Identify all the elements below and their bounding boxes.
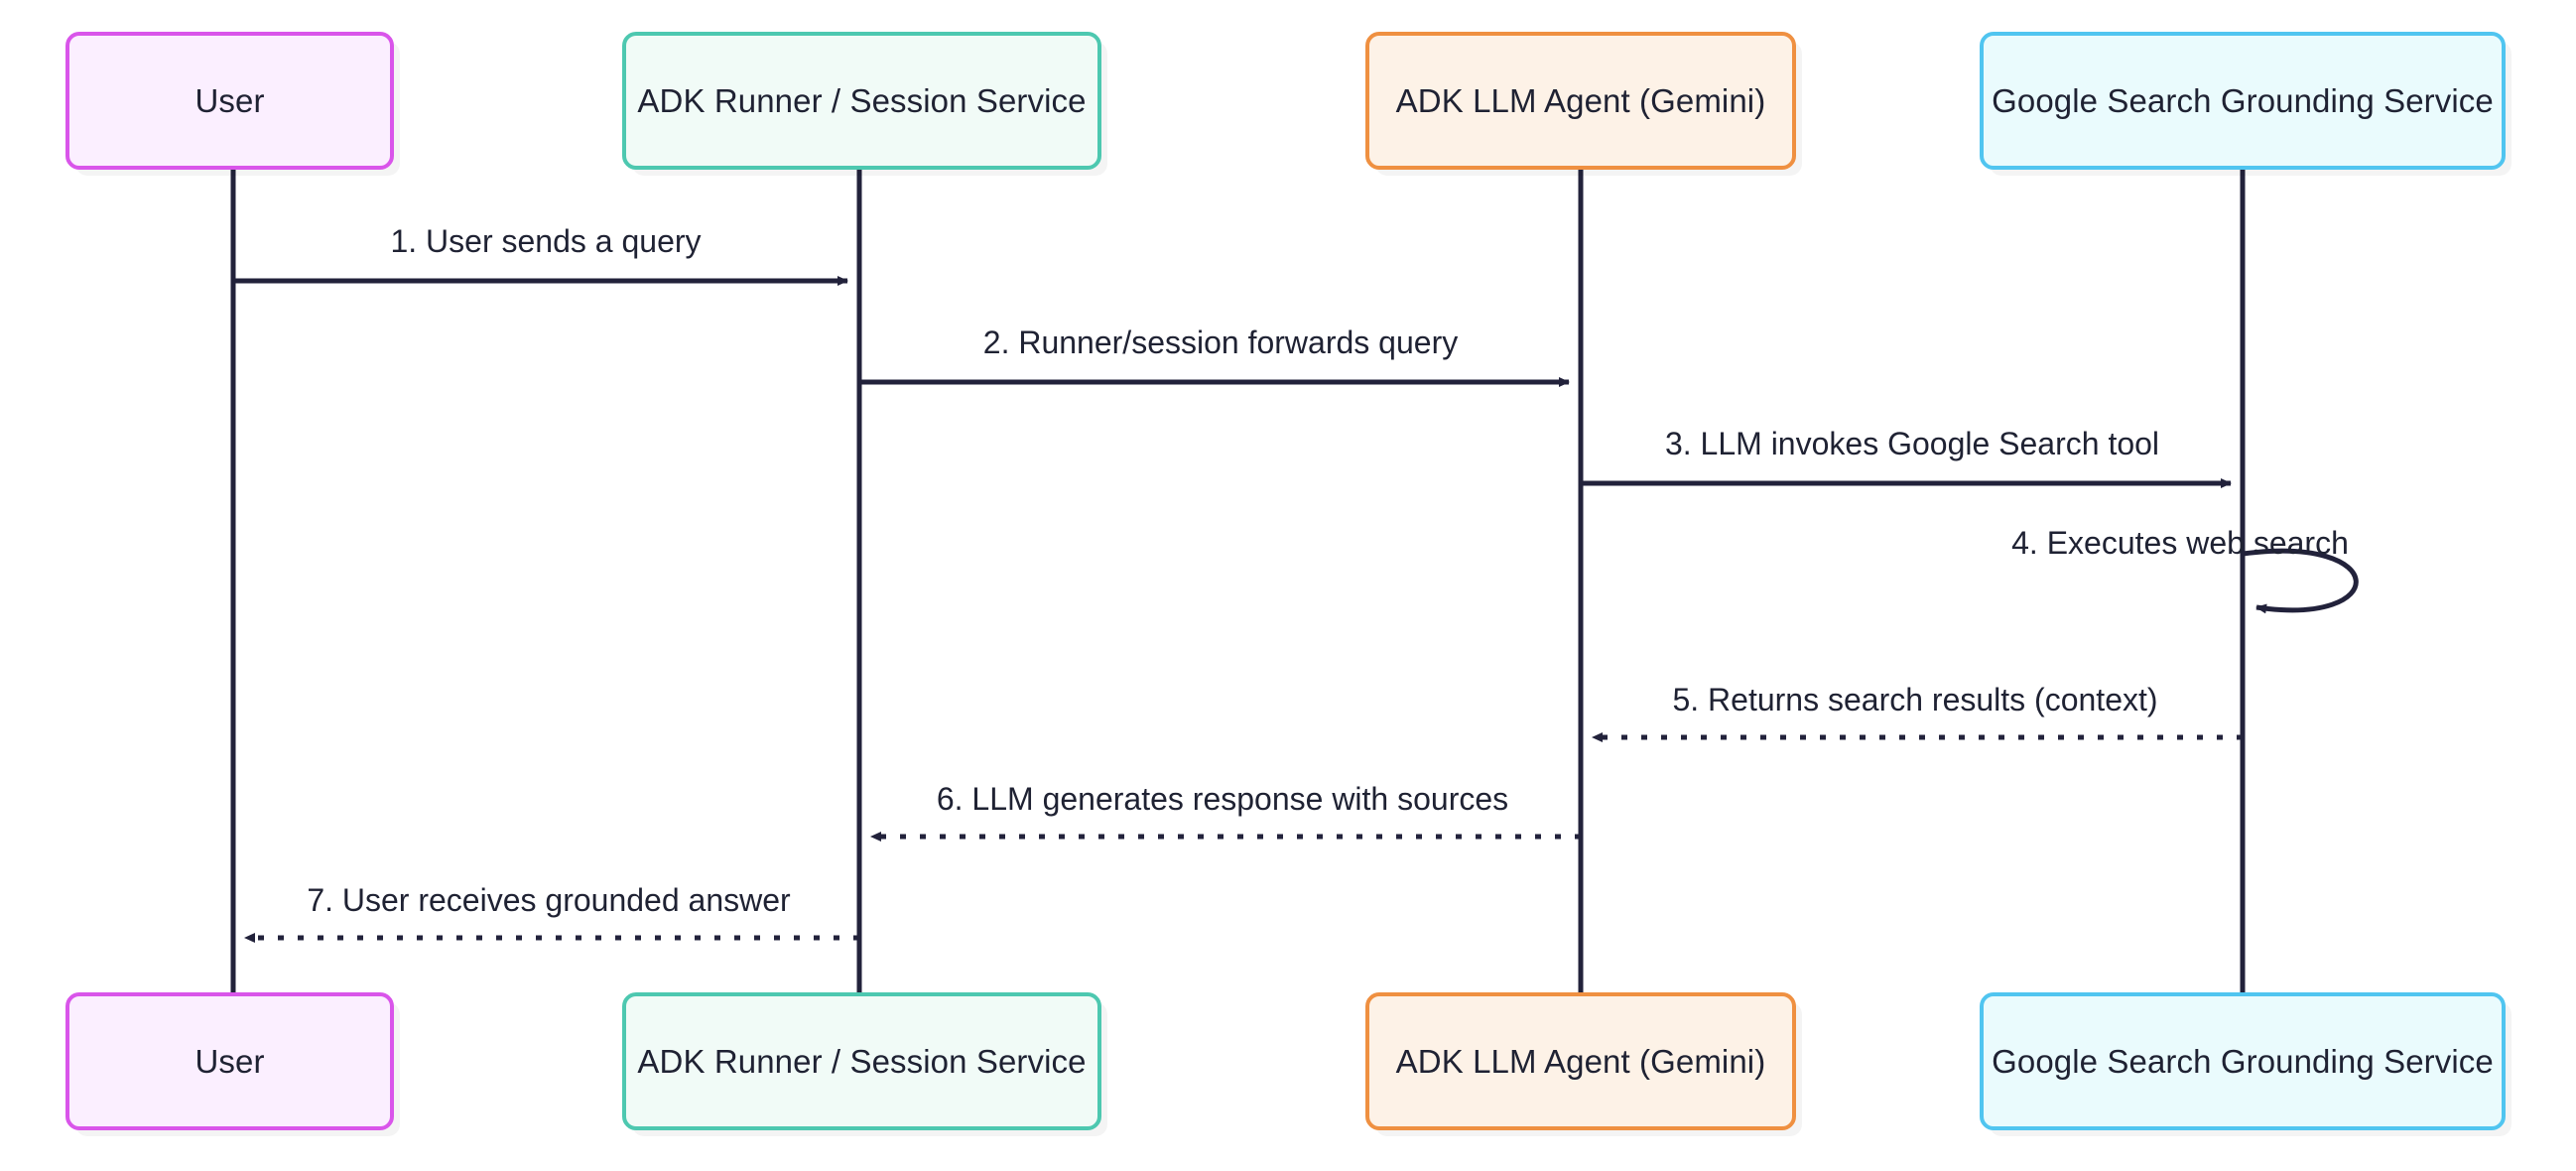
- participant-label-search: Google Search Grounding Service: [1992, 1043, 2494, 1080]
- participant-label-agent: ADK LLM Agent (Gemini): [1395, 1043, 1766, 1080]
- lifelines-group: [230, 170, 2246, 992]
- participant-label-user: User: [194, 82, 265, 119]
- participant-label-agent: ADK LLM Agent (Gemini): [1395, 82, 1766, 119]
- participant-box-agent-top[interactable]: ADK LLM Agent (Gemini): [1365, 32, 1796, 170]
- message-arrows-group: [233, 276, 2359, 943]
- participant-label-runner: ADK Runner / Session Service: [637, 1043, 1087, 1080]
- participant-box-search-top[interactable]: Google Search Grounding Service: [1980, 32, 2506, 170]
- message-label-5: 5. Returns search results (context): [1672, 682, 2158, 717]
- message-label-7: 7. User receives grounded answer: [307, 882, 791, 918]
- participant-box-runner-top[interactable]: ADK Runner / Session Service: [622, 32, 1101, 170]
- message-label-3: 3. LLM invokes Google Search tool: [1664, 426, 2160, 461]
- message-arrow-4: [2242, 548, 2359, 614]
- participant-box-user-top[interactable]: User: [65, 32, 394, 170]
- message-label-4: 4. Executes web search: [2011, 525, 2349, 561]
- participant-box-user-bottom[interactable]: User: [65, 992, 394, 1130]
- participant-box-search-bottom[interactable]: Google Search Grounding Service: [1980, 992, 2506, 1130]
- participant-label-search: Google Search Grounding Service: [1992, 82, 2494, 119]
- message-label-6: 6. LLM generates response with sources: [936, 781, 1509, 817]
- message-label-2: 2. Runner/session forwards query: [982, 325, 1459, 360]
- participant-label-runner: ADK Runner / Session Service: [637, 82, 1087, 119]
- participant-label-user: User: [194, 1043, 265, 1080]
- message-label-1: 1. User sends a query: [390, 223, 702, 259]
- participant-box-agent-bottom[interactable]: ADK LLM Agent (Gemini): [1365, 992, 1796, 1130]
- participant-box-runner-bottom[interactable]: ADK Runner / Session Service: [622, 992, 1101, 1130]
